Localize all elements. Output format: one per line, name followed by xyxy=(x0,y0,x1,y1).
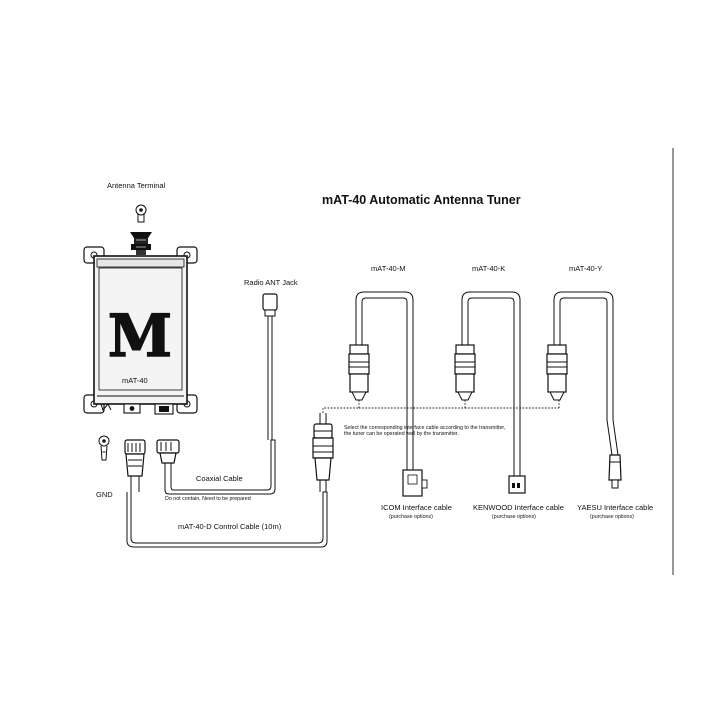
coax-device-connector xyxy=(156,439,180,480)
device-model-label: mAT-40 xyxy=(122,376,148,385)
yaesu-interface-cable xyxy=(546,291,622,489)
variant-label-k: mAT-40-K xyxy=(472,264,505,273)
device-logo: M xyxy=(108,302,172,370)
icom-cable-note: (purchase options) xyxy=(389,514,433,520)
selection-note-line1: Select the corresponding interface cable… xyxy=(344,425,505,431)
control-cable-connector xyxy=(124,439,146,492)
icom-cable-label: ICOM Interface cable xyxy=(381,503,452,512)
icom-interface-cable xyxy=(348,291,428,497)
control-cable xyxy=(126,491,328,548)
kenwood-cable-note: (purchase options) xyxy=(492,514,536,520)
kenwood-cable-label: KENWOOD Interface cable xyxy=(473,503,564,512)
radio-ant-jack-label: Radio ANT Jack xyxy=(244,278,298,287)
variant-label-y: mAT-40-Y xyxy=(569,264,602,273)
gnd-label: GND xyxy=(96,490,113,499)
antenna-terminal-label: Antenna Terminal xyxy=(107,181,166,190)
control-junction-connector xyxy=(312,413,334,492)
tuner-device xyxy=(83,246,198,414)
coaxial-cable-note: Do not contain, Need to be prepared xyxy=(165,496,251,502)
kenwood-interface-cable xyxy=(454,291,526,494)
control-cable-label: mAT-40-D Control Cable (10m) xyxy=(178,522,282,531)
antenna-terminal-icon xyxy=(130,204,152,255)
variant-label-m: mAT-40-M xyxy=(371,264,405,273)
yaesu-cable-label: YAESU Interface cable xyxy=(577,503,653,512)
diagram-title: mAT-40 Automatic Antenna Tuner xyxy=(322,193,521,207)
yaesu-cable-note: (purchase options) xyxy=(590,514,634,520)
selection-dashed-line xyxy=(322,407,559,413)
selection-note-line2: the tuner can be operated well by the tr… xyxy=(344,431,459,437)
radio-ant-jack-connector xyxy=(262,293,278,440)
coaxial-cable xyxy=(164,439,276,495)
device-connectors xyxy=(100,403,174,415)
coaxial-cable-label: Coaxial Cable xyxy=(196,474,243,483)
ground-lug-icon xyxy=(98,435,110,461)
